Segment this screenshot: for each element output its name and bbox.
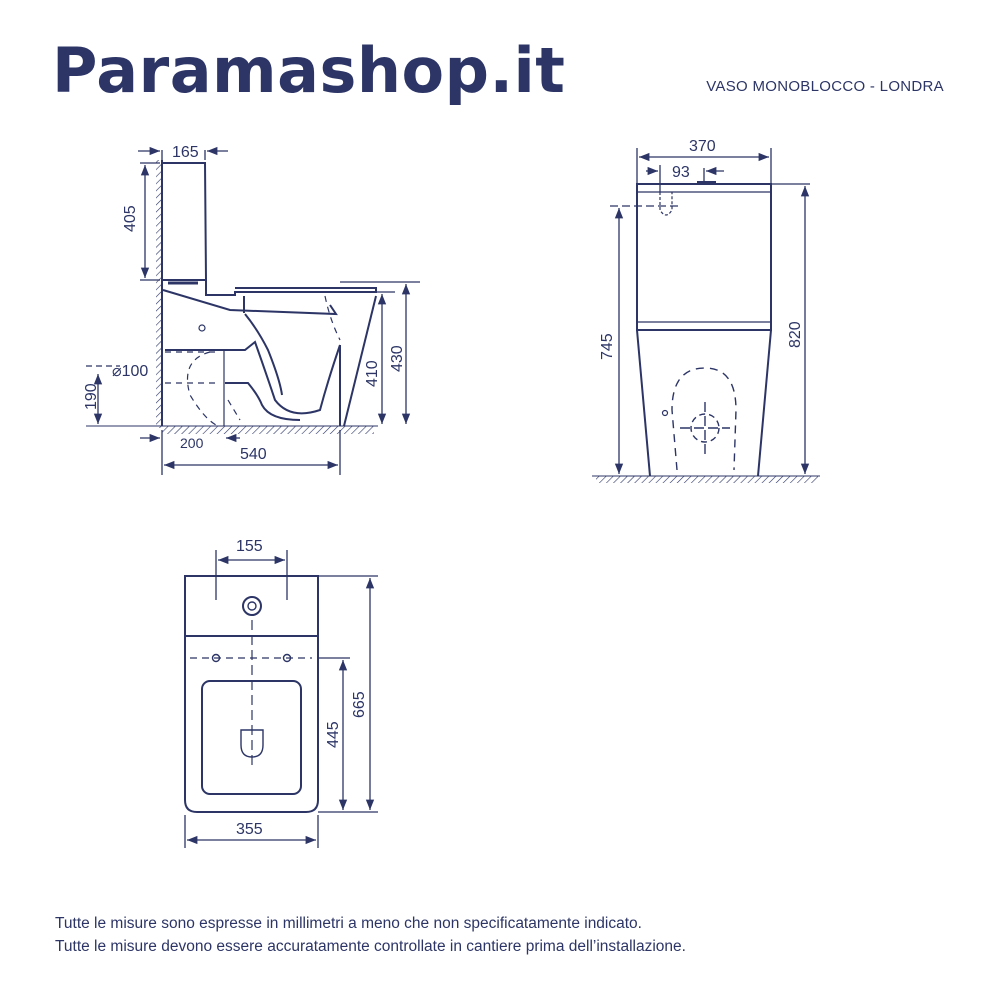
dim-tank-height: 405 [122,205,139,232]
dim-drain-height: 190 [83,383,100,410]
dim-total-depth: 540 [240,446,267,463]
dim-wall-to-drain: 200 [180,435,204,451]
dim-seat-height: 430 [389,345,406,372]
dim-total-length: 665 [351,691,368,718]
dim-bowl-length: 445 [325,721,342,748]
brand-logo: Paramashop.it [52,34,566,107]
dim-total-height: 820 [787,321,804,348]
note-line-1: Tutte le misure sono espresse in millime… [55,915,642,932]
front-view [592,148,820,483]
dim-bowl-width: 355 [236,821,263,838]
dim-tank-depth: 165 [172,144,199,161]
dim-tank-width: 155 [236,538,263,555]
dim-inlet-height: 745 [599,333,616,360]
product-title: VASO MONOBLOCCO - LONDRA [706,78,944,95]
dim-drain-diameter: ⌀100 [112,363,148,380]
footer-notes: Tutte le misure sono espresse in millime… [55,912,686,958]
note-line-2: Tutte le misure devono essere accuratame… [55,938,686,955]
dim-inlet-offset: 93 [672,164,690,181]
top-view [184,550,378,848]
side-view [86,146,420,475]
dim-width: 370 [689,138,716,155]
dim-rim-height: 410 [364,360,381,387]
